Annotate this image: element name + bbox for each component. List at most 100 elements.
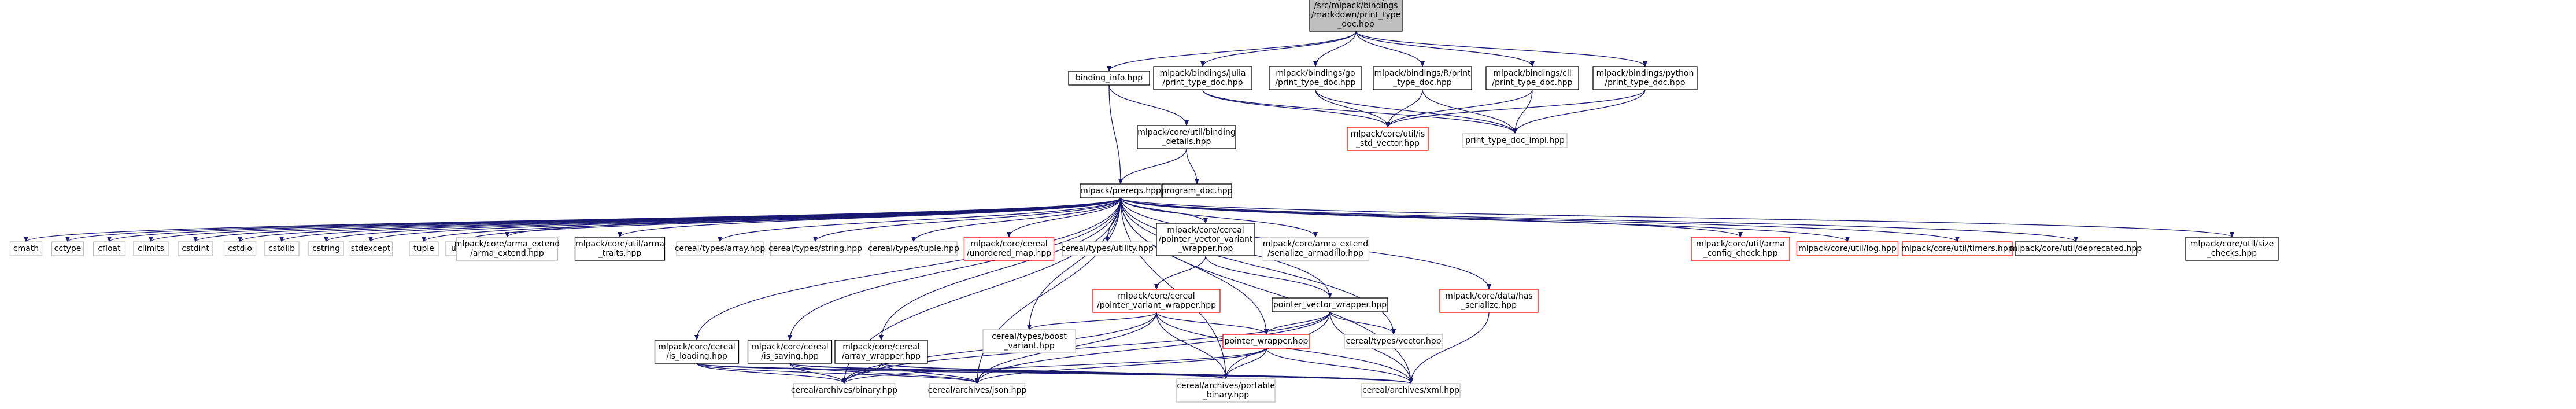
node-cereal-string[interactable]: cereal/types/string.hpp: [768, 241, 862, 256]
node-prereqs[interactable]: mlpack/prereqs.hpp: [1080, 183, 1162, 198]
node-archives-binary[interactable]: cereal/archives/binary.hpp: [791, 383, 897, 398]
node-cstdint[interactable]: cstdint: [178, 241, 213, 256]
edge: [1186, 148, 1199, 185]
node-is-std-vector[interactable]: mlpack/core/util/is_std_vector.hpp: [1347, 127, 1429, 151]
node-program-doc[interactable]: program_doc.hpp: [1161, 183, 1233, 198]
edge: [1120, 197, 1318, 238]
node-box: [870, 241, 958, 256]
node-label: mlpack/core/data/has: [1445, 292, 1533, 301]
node-box: [1347, 127, 1429, 151]
edge: [1355, 31, 1425, 67]
node-cereal-vector[interactable]: cereal/types/vector.hpp: [1344, 334, 1443, 349]
node-unordered-map[interactable]: mlpack/core/cereal/unordered_map.hpp: [963, 237, 1055, 261]
node-is-saving[interactable]: mlpack/core/cereal/is_saving.hpp: [747, 340, 833, 364]
node-tuple[interactable]: tuple: [409, 241, 439, 256]
node-box: [133, 241, 169, 256]
node-ptd-impl[interactable]: print_type_doc_impl.hpp: [1462, 133, 1568, 148]
node-label: _type_doc.hpp: [1392, 78, 1452, 87]
node-box: [1092, 289, 1221, 313]
node-deprecated[interactable]: mlpack/core/util/deprecated.hpp: [2010, 241, 2142, 256]
edge-prereqs-to-cmath: [24, 197, 1121, 242]
node-log[interactable]: mlpack/core/util/log.hpp: [1796, 241, 1899, 256]
node-go-ptd[interactable]: mlpack/bindings/go/print_type_doc.hpp: [1269, 66, 1362, 90]
edge: [1120, 197, 2078, 242]
edge-is-loading-to-archives-json: [696, 363, 980, 384]
node-label: mlpack/core/cereal: [970, 239, 1047, 249]
node-label: /array_wrapper.hpp: [842, 352, 921, 361]
node-cli-ptd[interactable]: mlpack/bindings/cli/print_type_doc.hpp: [1485, 66, 1579, 90]
node-cmath[interactable]: cmath: [9, 241, 43, 256]
node-pvarw[interactable]: mlpack/core/cereal/pointer_variant_wrapp…: [1092, 289, 1221, 313]
node-julia-ptd[interactable]: mlpack/bindings/julia/print_type_doc.hpp: [1153, 66, 1252, 90]
edge: [1120, 197, 1396, 335]
node-box: [963, 237, 1055, 261]
node-arma-extend[interactable]: mlpack/core/arma_extend/arma_extend.hpp: [454, 237, 560, 261]
node-label: cereal/types/tuple.hpp: [868, 244, 959, 253]
node-root[interactable]: /home/jaakash/mlpack/src/mlpack/bindings…: [1309, 0, 1403, 32]
edge-prereqs-to-cereal-array: [718, 197, 1121, 242]
edge: [1120, 197, 1960, 242]
edge: [1202, 89, 1517, 134]
node-label: mlpack/core/util/arma: [575, 239, 664, 249]
node-cereal-array[interactable]: cereal/types/array.hpp: [675, 241, 766, 256]
edge: [789, 363, 980, 384]
node-binding-info[interactable]: binding_info.hpp: [1068, 71, 1150, 86]
node-label: cereal/archives/portable: [1177, 381, 1275, 390]
node-cctype[interactable]: cctype: [51, 241, 84, 256]
node-pointer-vector-wrapper[interactable]: pointer_vector_wrapper.hpp: [1272, 297, 1388, 312]
node-python-ptd[interactable]: mlpack/bindings/python/print_type_doc.hp…: [1592, 66, 1698, 90]
node-label: cstring: [312, 244, 340, 253]
node-label: mlpack/core/arma_extend: [1263, 239, 1368, 249]
node-label: /serialize_armadillo.hpp: [1267, 249, 1363, 258]
node-label: /print_type_doc.hpp: [1605, 78, 1685, 87]
node-box: [676, 241, 764, 256]
node-label: mlpack/bindings/R/print: [1374, 69, 1471, 78]
edge: [324, 197, 1121, 242]
node-cstring[interactable]: cstring: [308, 241, 344, 256]
node-portable-binary[interactable]: cereal/archives/portable_binary.hpp: [1176, 378, 1276, 403]
node-cereal-tuple[interactable]: cereal/types/tuple.hpp: [868, 241, 959, 256]
edge: [1120, 197, 1413, 384]
edge: [193, 197, 1121, 242]
nodes-layer: /home/jaakash/mlpack/src/mlpack/bindings…: [9, 0, 2279, 403]
node-label: mlpack/prereqs.hpp: [1080, 186, 1161, 196]
edge-python-ptd-to-ptd-impl: [1513, 89, 1646, 134]
node-timers[interactable]: mlpack/core/util/timers.hpp: [1901, 241, 2013, 256]
node-pointer-wrapper[interactable]: pointer_wrapper.hpp: [1222, 334, 1310, 349]
node-box: [654, 340, 740, 364]
node-cstdio[interactable]: cstdio: [223, 241, 257, 256]
node-box: [1269, 66, 1362, 90]
edge: [505, 197, 1121, 238]
edge-prereqs-to-timers: [1120, 197, 1960, 242]
node-label: /is_loading.hpp: [666, 352, 727, 361]
node-cfloat[interactable]: cfloat: [93, 241, 126, 256]
node-label: _details.hpp: [1162, 137, 1211, 146]
node-size-checks[interactable]: mlpack/core/util/size_checks.hpp: [2185, 237, 2279, 261]
node-label: _std_vector.hpp: [1355, 139, 1420, 148]
edge: [618, 197, 1121, 238]
edge-prereqs-to-arma-traits: [618, 197, 1121, 238]
node-cstdlib[interactable]: cstdlib: [264, 241, 300, 256]
edge-prereqs-to-is-saving: [788, 197, 1121, 341]
node-array-wrapper[interactable]: mlpack/core/cereal/array_wrapper.hpp: [834, 340, 928, 364]
node-r-ptd[interactable]: mlpack/bindings/R/print_type_doc.hpp: [1373, 66, 1472, 90]
node-arma-traits[interactable]: mlpack/core/util/arma_traits.hpp: [574, 237, 666, 261]
node-binding-details[interactable]: mlpack/core/util/binding_details.hpp: [1137, 125, 1236, 149]
node-label: /is_saving.hpp: [761, 352, 819, 361]
edge: [1118, 148, 1187, 185]
edge: [1200, 31, 1357, 67]
node-serialize-armadillo[interactable]: mlpack/core/arma_extend/serialize_armadi…: [1261, 237, 1370, 261]
node-stdexcept[interactable]: stdexcept: [348, 241, 393, 256]
node-pvw[interactable]: mlpack/core/cereal/pointer_vector_varian…: [1156, 223, 1255, 256]
node-label: cstdio: [228, 244, 252, 253]
node-is-loading[interactable]: mlpack/core/cereal/is_loading.hpp: [654, 340, 740, 364]
node-cereal-utility[interactable]: cereal/types/utility.hpp: [1061, 241, 1154, 256]
node-arma-config-check[interactable]: mlpack/core/util/arma_config_check.hpp: [1691, 237, 1790, 261]
edge-is-saving-to-portable-binary: [789, 363, 1228, 379]
node-has-serialize[interactable]: mlpack/core/data/has_serialize.hpp: [1439, 289, 1539, 313]
node-archives-xml[interactable]: cereal/archives/xml.hpp: [1361, 383, 1461, 398]
node-archives-json[interactable]: cereal/archives/json.hpp: [928, 383, 1027, 398]
node-box: [9, 241, 43, 256]
node-boost-variant[interactable]: cereal/types/boost_variant.hpp: [982, 329, 1076, 353]
node-climits[interactable]: climits: [133, 241, 169, 256]
